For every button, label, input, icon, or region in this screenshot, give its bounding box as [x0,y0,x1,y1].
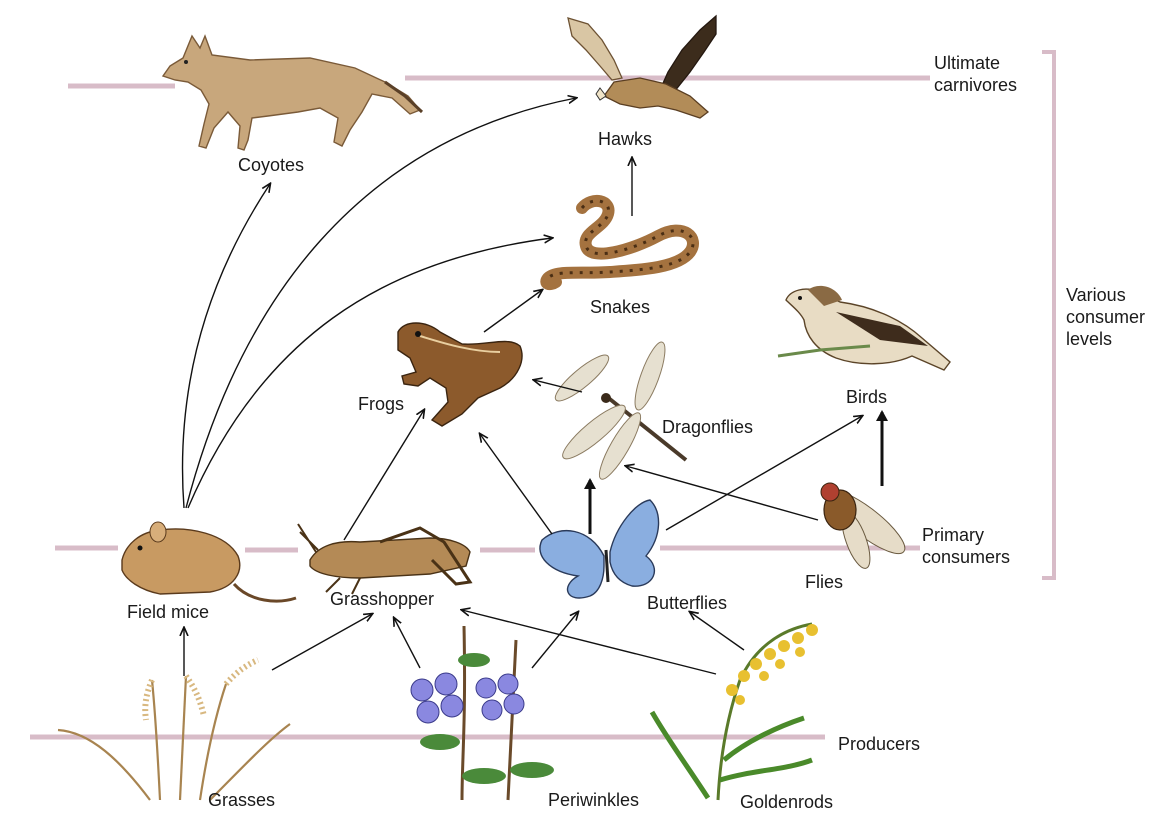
grasshopper-label: Grasshopper [330,588,434,610]
arrow-goldenrods-to-butterflies [690,612,744,650]
arrow-grasshopper-to-frogs [344,410,424,540]
primary-consumers-label: Primary consumers [922,524,1010,568]
birds-label: Birds [846,386,887,408]
various-consumer-levels-line-1: Various [1066,284,1145,306]
periwinkles-illustration [411,626,554,800]
goldenrods-illustration [652,624,818,800]
grasshopper-illustration [298,524,470,594]
dragonfly-illustration [550,339,686,483]
arrow-periwinkles-to-grasshopper [394,618,420,668]
frog-illustration [398,323,522,426]
flies-label: Flies [805,571,843,593]
various-consumer-levels-line-2: consumer [1066,306,1145,328]
arrow-goldenrods-to-grasshopper [462,610,716,674]
field-mouse-illustration [122,522,296,601]
producers-label: Producers [838,733,920,755]
consumer-bracket [1042,52,1054,578]
coyote-illustration [163,36,422,150]
snakes-label: Snakes [590,296,650,318]
hawks-label: Hawks [598,128,652,150]
grasses-label: Grasses [208,789,275,811]
grasses-illustration [58,660,290,800]
butterfly-illustration [540,500,659,598]
arrow-butterflies-to-frogs [480,434,552,534]
fly-illustration [820,481,913,571]
primary-consumers-line-2: consumers [922,546,1010,568]
bird-illustration [778,286,950,370]
feeding-arrows [183,98,882,676]
snake-illustration [546,201,693,284]
ultimate-carnivores-line-2: carnivores [934,74,1017,96]
various-consumer-levels-line-3: levels [1066,328,1145,350]
primary-consumers-line-1: Primary [922,524,1010,546]
arrow-grasses-to-grasshopper [272,614,372,670]
arrow-periwinkles-to-butterflies [532,612,578,668]
various-consumer-levels-label: Various consumer levels [1066,284,1145,350]
butterflies-label: Butterflies [647,592,727,614]
ultimate-carnivores-label: Ultimate carnivores [934,52,1017,96]
arrow-frogs-to-snakes [484,290,542,332]
frogs-label: Frogs [358,393,404,415]
arrow-field-mice-to-coyotes [183,184,270,508]
coyotes-label: Coyotes [238,154,304,176]
field-mice-label: Field mice [127,601,209,623]
hawk-illustration [568,16,716,118]
ultimate-carnivores-line-1: Ultimate [934,52,1017,74]
dragonflies-label: Dragonflies [662,416,753,438]
goldenrods-label: Goldenrods [740,791,833,813]
periwinkles-label: Periwinkles [548,789,639,811]
